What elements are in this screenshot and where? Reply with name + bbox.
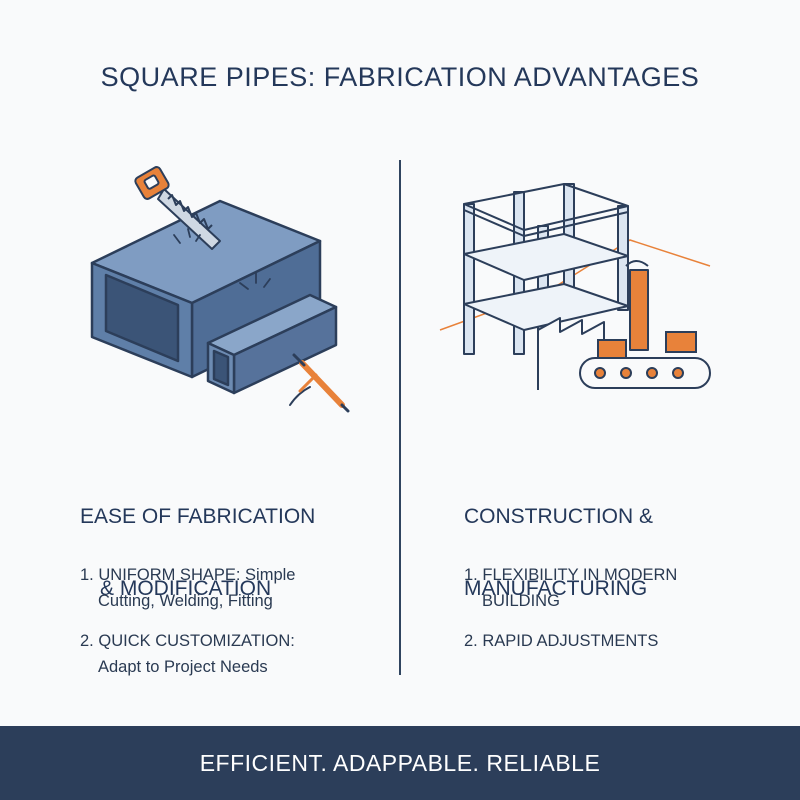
right-heading: CONSTRUCTION & MANUFACTURING (464, 463, 724, 643)
list-item: 2. QUICK CUSTOMIZATION: Adapt to Project… (80, 628, 380, 680)
left-heading-line1: EASE OF FABRICATION (80, 505, 316, 528)
conveyor-icon (579, 331, 711, 389)
list-item-text: Adapt to Project Needs (98, 658, 268, 676)
right-advantages-list: 1. FLEXIBILITY IN MODERN BUILDING 2. RAP… (464, 562, 744, 668)
left-advantages-list: 1. UNIFORM SHAPE: Simple Cutting, Weldin… (80, 562, 380, 694)
saw-icon (134, 166, 221, 250)
list-item-text: Cutting, Welding, Fitting (98, 592, 273, 610)
list-item-text: QUICK CUSTOMIZATION: (98, 632, 295, 650)
welding-torch-icon (289, 353, 350, 413)
left-heading: EASE OF FABRICATION & MODIFICATION (80, 463, 360, 643)
footer-banner: EFFICIENT. ADAPPABLE. RELIABLE (0, 726, 800, 800)
construction-manufacturing-icon (439, 183, 711, 390)
right-heading-line1: CONSTRUCTION & (464, 505, 653, 528)
square-pipe-fabrication-icon (90, 166, 350, 413)
footer-tagline: EFFICIENT. ADAPPABLE. RELIABLE (199, 750, 601, 776)
list-item-number: 2. (464, 632, 478, 650)
list-item-text: FLEXIBILITY IN MODERN (482, 566, 678, 584)
list-item-number: 1. (464, 566, 478, 584)
list-item-text: RAPID ADJUSTMENTS (482, 632, 659, 650)
building-frame-icon (463, 183, 629, 355)
left-heading-line2: & MODIFICATION (100, 577, 272, 600)
list-item: 1. FLEXIBILITY IN MODERN BUILDING (464, 562, 744, 614)
list-item-number: 1. (80, 566, 94, 584)
list-item: 2. RAPID ADJUSTMENTS (464, 628, 744, 654)
page-title: SQUARE PIPES: FABRICATION ADVANTAGES (100, 62, 700, 92)
center-divider (399, 160, 401, 675)
list-item-text: UNIFORM SHAPE: Simple (98, 566, 296, 584)
list-item-text: BUILDING (482, 592, 560, 610)
square-pipe-icon (90, 199, 322, 379)
list-item: 1. UNIFORM SHAPE: Simple Cutting, Weldin… (80, 562, 380, 614)
factory-icon (537, 260, 649, 390)
small-pipe-icon (206, 293, 338, 395)
right-heading-line2: MANUFACTURING (464, 577, 648, 600)
list-item-number: 2. (80, 632, 94, 650)
